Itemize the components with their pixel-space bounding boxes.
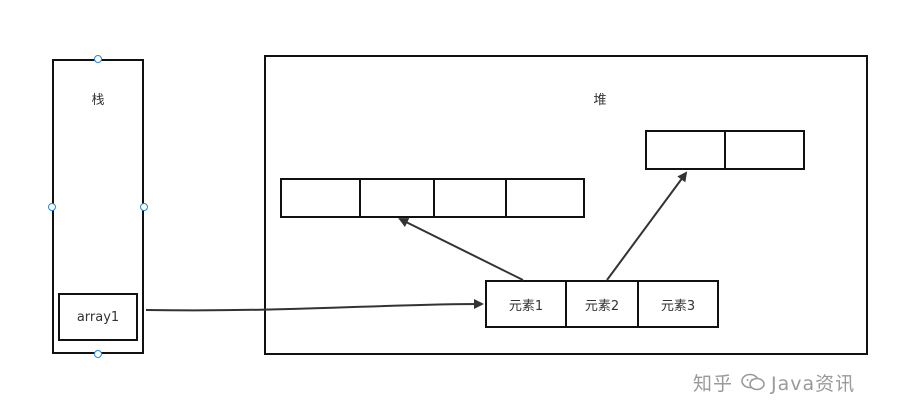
resize-handle-bottom[interactable] [94,350,102,358]
watermark: 知乎 Java资讯 [693,364,913,400]
main-array-cell-1: 元素1 [485,280,567,328]
main-array-cell-2: 元素2 [565,280,639,328]
stack-title: 栈 [91,93,105,108]
wechat-icon [741,373,765,391]
main-array-cell-3: 元素3 [637,280,719,328]
resize-handle-left[interactable] [48,203,56,211]
sub-array-b-cell [645,130,726,170]
watermark-platform: 知乎 [693,372,734,395]
sub-array-a-cell [433,178,507,218]
sub-array-b-cell [724,130,805,170]
stack-variable-array1: array1 [58,293,138,341]
resize-handle-right[interactable] [140,203,148,211]
heap-title: 堆 [593,93,607,108]
watermark-author: Java资讯 [771,372,856,395]
sub-array-a-cell [505,178,585,218]
sub-array-a-cell [280,178,361,218]
resize-handle-top[interactable] [94,55,102,63]
sub-array-a-cell [359,178,435,218]
